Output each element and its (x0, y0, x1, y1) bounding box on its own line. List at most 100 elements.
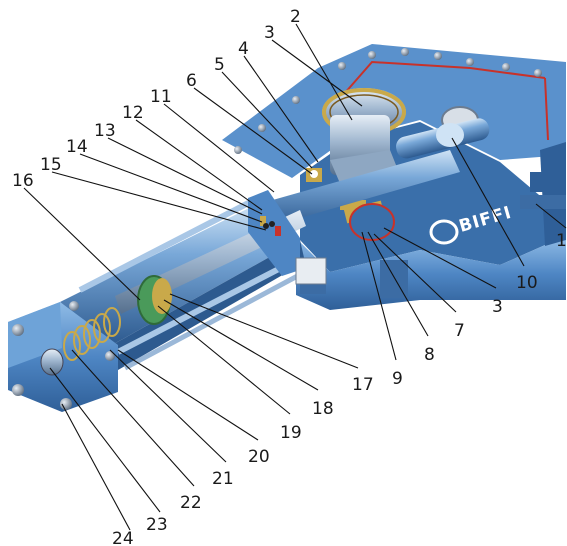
leader-4 (243, 55, 319, 163)
shaft-bush (340, 200, 366, 210)
callout-1: 1 (556, 231, 567, 251)
callout-15: 15 (40, 155, 62, 175)
callout-17: 17 (352, 375, 374, 395)
shaft-body (255, 150, 460, 228)
leader-9 (361, 231, 397, 361)
gasket-edge-front (544, 77, 549, 141)
bolt (69, 301, 79, 311)
leader-lines (23, 23, 567, 531)
callout-8: 8 (424, 345, 435, 365)
bolt (466, 58, 474, 66)
bolt (60, 398, 72, 410)
adjuster-spring (63, 307, 121, 361)
tie-rod (116, 255, 302, 355)
callout-11: 11 (150, 87, 172, 107)
main-shaft (255, 150, 460, 241)
tie-rod (78, 193, 264, 293)
leader-15 (51, 171, 267, 231)
leader-24 (61, 403, 131, 531)
callout-16: 16 (12, 171, 34, 191)
o-ring (269, 221, 275, 227)
tie-rod (123, 269, 307, 371)
callout-7: 7 (454, 321, 465, 341)
leader-21 (109, 349, 227, 463)
leader-5 (221, 71, 313, 169)
gasket-edge (329, 60, 546, 111)
logo-ring (429, 219, 459, 245)
flange-block (295, 257, 327, 285)
leader-2 (295, 23, 353, 121)
callout-22: 22 (180, 493, 202, 513)
callout-21: 21 (212, 469, 234, 489)
bolt (401, 48, 409, 56)
callout-12: 12 (122, 103, 144, 123)
callout-18: 18 (312, 399, 334, 419)
leader-12 (135, 119, 263, 211)
cylinder-flange (248, 190, 300, 276)
housing-foot (380, 260, 408, 298)
seal-piece (275, 226, 281, 236)
spring-coil (93, 313, 111, 343)
callout-19: 19 (280, 423, 302, 443)
leader-7 (373, 233, 457, 313)
leader-22 (71, 349, 195, 487)
leader-10 (451, 137, 525, 267)
callout-6: 6 (186, 71, 197, 91)
housing-bolts (234, 48, 542, 154)
leader-14 (79, 153, 263, 223)
leader-11 (163, 103, 275, 193)
spring-coil (83, 319, 101, 349)
bolt (292, 96, 300, 104)
leader-20 (117, 349, 259, 441)
piston-seal (152, 278, 172, 314)
leader-1 (535, 203, 567, 229)
callout-10: 10 (516, 273, 538, 293)
bolt (258, 124, 266, 132)
bolt (338, 62, 346, 70)
pneumatic-cylinder (8, 190, 327, 412)
callout-14: 14 (66, 137, 88, 157)
callout-20: 20 (248, 447, 270, 467)
guide-rod-end (436, 123, 464, 147)
callout-5: 5 (214, 55, 225, 75)
bolt (12, 384, 24, 396)
callout-13: 13 (94, 121, 116, 141)
bolt (105, 351, 115, 361)
callout-4: 4 (238, 39, 249, 59)
leader-3a (271, 39, 363, 107)
yoke-assembly (306, 88, 406, 210)
bolt (534, 69, 542, 77)
leader-8 (367, 231, 429, 337)
callout-9: 9 (392, 369, 403, 389)
callout-23: 23 (146, 515, 168, 535)
bolt (368, 51, 376, 59)
mounting-foot (530, 172, 566, 192)
leader-23 (49, 367, 161, 513)
o-ring (263, 223, 269, 229)
leader-6 (193, 87, 313, 175)
callout-3: 3 (264, 23, 275, 43)
coupling (349, 203, 395, 241)
spring-coil (103, 307, 121, 337)
leader-18 (163, 299, 319, 391)
leader-13 (107, 137, 263, 215)
leader-16 (23, 187, 141, 301)
bolt (502, 63, 510, 71)
yoke-pin (310, 170, 318, 178)
housing-front-wall (296, 238, 566, 310)
callout-3: 3 (492, 297, 503, 317)
spring-coil (63, 331, 81, 361)
right-spring-chamber (396, 106, 490, 159)
spring-coil (73, 325, 91, 355)
bolt (12, 324, 24, 336)
callout-2: 2 (290, 7, 301, 27)
leader-19 (157, 305, 291, 415)
adjuster-nut (40, 348, 64, 376)
bolt (434, 52, 442, 60)
leader-17 (169, 293, 359, 369)
housing-right-wall (540, 142, 566, 246)
callout-labels: 2 3 4 5 6 11 12 13 14 15 16 1 10 3 7 8 9… (12, 7, 567, 546)
bolt (234, 146, 242, 154)
leader-3b (383, 227, 497, 289)
